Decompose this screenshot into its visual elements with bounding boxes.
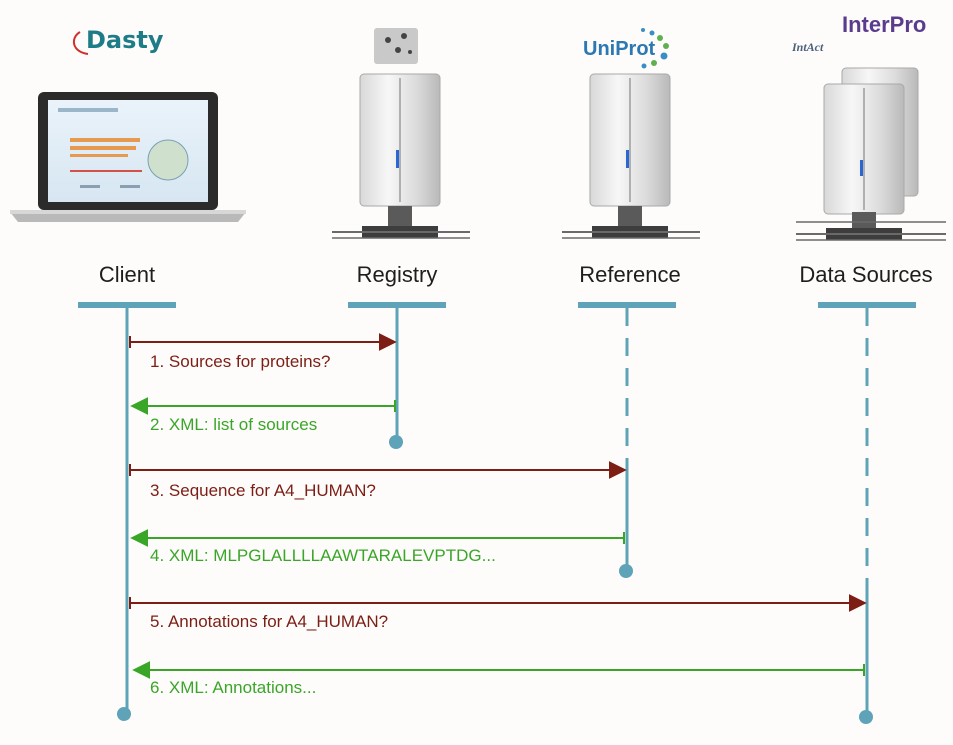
message-1-label: 1. Sources for proteins? bbox=[150, 352, 331, 371]
uniprot-logo: UniProt bbox=[583, 38, 656, 60]
registry-logo-icon bbox=[374, 28, 418, 64]
datasources-lifeline-end bbox=[859, 710, 873, 724]
interpro-logo: InterPro bbox=[842, 12, 927, 37]
registry-lifeline-end bbox=[389, 435, 403, 449]
client-lifeline-head bbox=[78, 302, 176, 308]
datasources-lifeline-head bbox=[818, 302, 916, 308]
reference-lifeline-end bbox=[619, 564, 633, 578]
message-5-label: 5. Annotations for A4_HUMAN? bbox=[150, 612, 389, 631]
participant-label-reference: Reference bbox=[579, 262, 681, 287]
message-2-label: 2. XML: list of sources bbox=[150, 415, 318, 434]
message-4-label: 4. XML: MLPGLALLLLAAWTARALEVPTDG... bbox=[150, 546, 496, 565]
dasty-swirl-icon bbox=[72, 31, 89, 55]
client-lifeline-end bbox=[117, 707, 131, 721]
dasty-logo: Dasty bbox=[86, 26, 164, 54]
message-6-label: 6. XML: Annotations... bbox=[150, 678, 317, 697]
participant-label-registry: Registry bbox=[356, 262, 438, 287]
data-sources-servers-icon bbox=[796, 67, 946, 241]
laptop-icon bbox=[10, 92, 246, 222]
reference-lifeline-head bbox=[578, 302, 676, 308]
registry-lifeline-head bbox=[348, 302, 446, 308]
uniprot-dots-icon bbox=[641, 28, 669, 69]
message-3-label: 3. Sequence for A4_HUMAN? bbox=[150, 481, 376, 500]
participant-label-datasources: Data Sources bbox=[799, 262, 933, 287]
participant-label-client: Client bbox=[98, 262, 156, 287]
reference-server-icon bbox=[562, 73, 700, 239]
registry-server-icon bbox=[332, 73, 470, 239]
intact-logo: IntAct bbox=[792, 40, 824, 54]
